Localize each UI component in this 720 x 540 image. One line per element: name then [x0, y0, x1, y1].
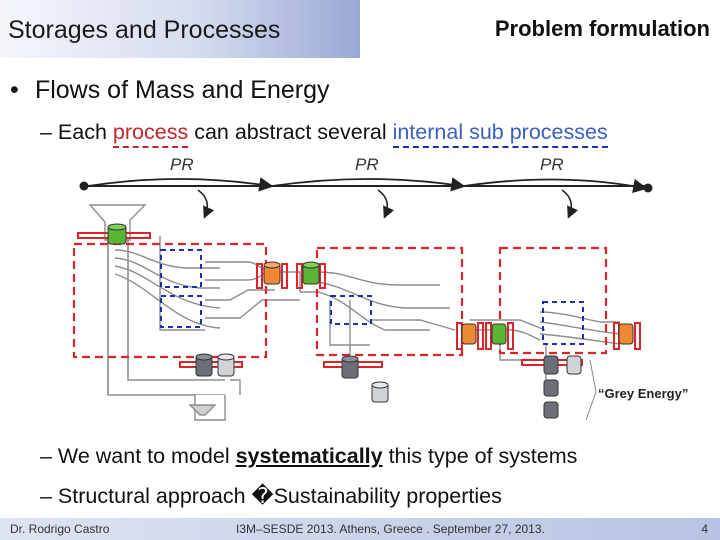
storage-grey-2: [323, 355, 389, 403]
storage-orange-1: [256, 261, 288, 289]
internal-subprocess-term: internal sub processes: [392, 120, 608, 148]
footer-bar: [0, 518, 720, 540]
section-title: Problem formulation: [494, 16, 710, 41]
process-box-1: [72, 242, 268, 359]
subprocess-boxes: [160, 249, 584, 345]
process-boxes: [72, 242, 608, 359]
subprocess-box-1: [160, 249, 202, 288]
storage-grey-1: [179, 353, 243, 377]
sub2-suffix: this type of systems: [382, 444, 578, 468]
bullet-dot: •: [10, 76, 19, 104]
sub1-middle: can abstract several: [188, 120, 393, 144]
process-term: process: [112, 120, 189, 148]
footer-event: I3M–SESDE 2013. Athens, Greece . Septemb…: [236, 522, 545, 536]
footer-author: Dr. Rodrigo Castro: [10, 522, 110, 536]
subprocess-box-3: [330, 295, 372, 325]
grey-energy-label: “Grey Energy”: [598, 386, 688, 401]
process-box-2: [315, 246, 464, 357]
sub2-prefix: – We want to model: [40, 444, 236, 468]
subbullet-process: – Each process can abstract several inte…: [40, 120, 608, 148]
subbullet-structural: – Structural approach �Sustainability pr…: [40, 484, 502, 508]
systematically-emphasis: systematically: [235, 444, 383, 468]
process-box-3: [498, 246, 608, 355]
sub1-prefix: – Each: [40, 120, 113, 144]
pr-label-3: PR: [540, 155, 564, 174]
bullet-text: Flows of Mass and Energy: [34, 76, 330, 104]
timeline: PR PR PR: [79, 155, 653, 219]
bullet-flows: • Flows of Mass and Energy: [10, 76, 330, 105]
storages: [77, 223, 641, 421]
storage-green-1: [77, 223, 151, 245]
slide-title: Storages and Processes: [0, 0, 360, 58]
pr-label-2: PR: [355, 155, 379, 174]
storage-green-2: [296, 261, 326, 289]
subprocess-box-2: [160, 295, 202, 328]
subprocess-box-4: [542, 301, 584, 345]
subbullet-model: – We want to model systematically this t…: [40, 444, 577, 469]
pr-label-1: PR: [170, 155, 194, 174]
footer-page-number: 4: [701, 522, 708, 536]
storage-cluster-right: [456, 322, 641, 421]
flow-pipes: [88, 204, 621, 421]
